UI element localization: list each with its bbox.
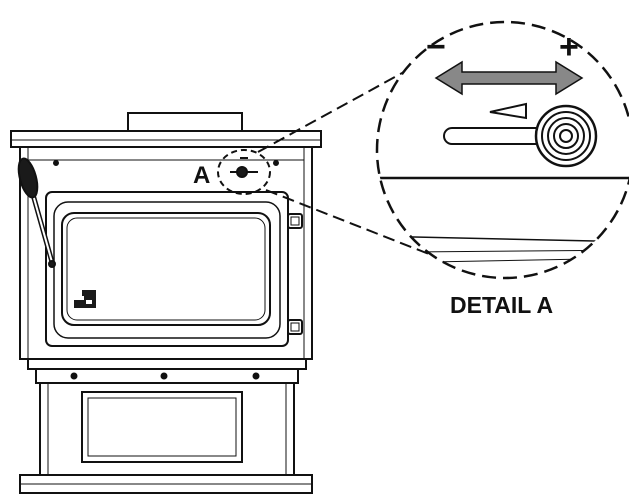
wood-stove: [10, 112, 322, 494]
minus-sign: −: [426, 28, 446, 66]
plus-sign: +: [559, 28, 579, 66]
detail-direction-wedge: [489, 102, 527, 120]
screw: [53, 160, 59, 166]
air-control-knob: [236, 166, 248, 178]
callout-leader-lines: [257, 71, 435, 257]
detail-a-magnified-view: [375, 20, 629, 280]
detail-a-border: [375, 20, 629, 280]
callout-letter-a: A: [193, 162, 210, 189]
air-control-callout-circle: [217, 149, 271, 195]
detail-double-arrow: [434, 60, 584, 96]
stove-top-plate: [10, 130, 322, 148]
detail-a-caption: DETAIL A: [450, 292, 553, 318]
stove-ash-lip: [27, 358, 307, 370]
screw: [273, 160, 279, 166]
door-handle-grip: [17, 157, 39, 199]
detail-air-control-knob: [534, 104, 598, 168]
stove-top-cap: [127, 112, 243, 132]
